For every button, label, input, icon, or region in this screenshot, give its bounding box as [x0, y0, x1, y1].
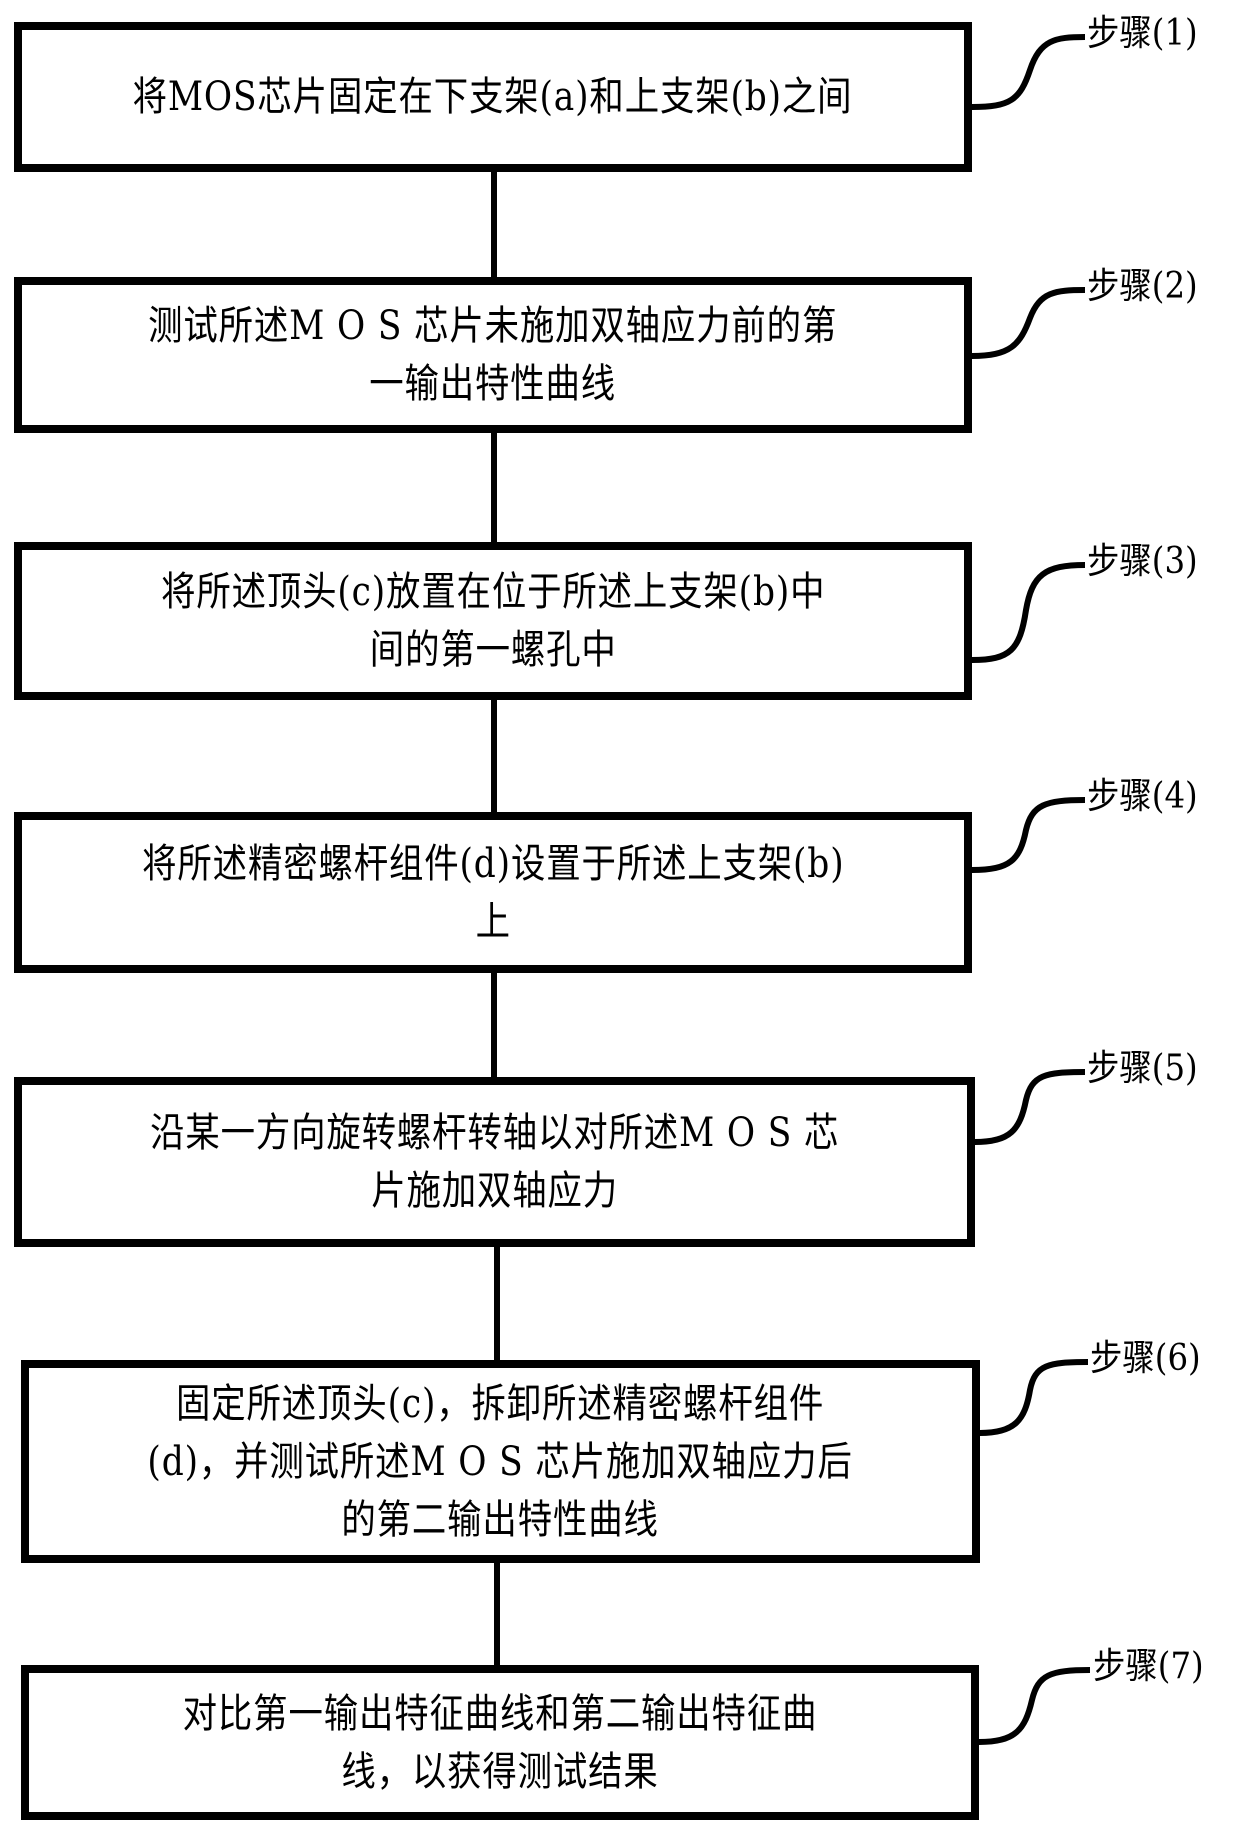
leader-line-step-5 [974, 1069, 1086, 1145]
step-label-4: 步骤(4) [1087, 776, 1198, 817]
step-label-1: 步骤(1) [1087, 13, 1198, 54]
step-label-2: 步骤(2) [1087, 266, 1198, 307]
step-text-1: 将MOS芯片固定在下支架(a)和上支架(b)之间 [133, 74, 853, 120]
step-box-2: 测试所述M O S 芯片未施加双轴应力前的第 一输出特性曲线 [14, 277, 972, 433]
step-text-2: 测试所述M O S 芯片未施加双轴应力前的第 一输出特性曲线 [148, 303, 838, 407]
step-label-6: 步骤(6) [1090, 1338, 1201, 1379]
leader-line-step-7 [978, 1667, 1091, 1745]
step-box-5: 沿某一方向旋转螺杆转轴以对所述M O S 芯 片施加双轴应力 [14, 1077, 975, 1247]
step-text-4: 将所述精密螺杆组件(d)设置于所述上支架(b) 上 [141, 840, 845, 945]
step-text-7: 对比第一输出特征曲线和第二输出特征曲 线，以获得测试结果 [182, 1690, 818, 1795]
leader-line-step-1 [971, 34, 1086, 110]
step-box-7: 对比第一输出特征曲线和第二输出特征曲 线，以获得测试结果 [21, 1665, 979, 1820]
step-box-3: 将所述顶头(c)放置在位于所述上支架(b)中 间的第一螺孔中 [14, 542, 972, 700]
step-label-3: 步骤(3) [1087, 541, 1198, 582]
step-text-6: 固定所述顶头(c)，拆卸所述精密螺杆组件 (d)，并测试所述M O S 芯片施加… [147, 1380, 854, 1543]
leader-line-step-6 [979, 1359, 1089, 1436]
step-box-4: 将所述精密螺杆组件(d)设置于所述上支架(b) 上 [14, 812, 972, 973]
step-text-3: 将所述顶头(c)放置在位于所述上支架(b)中 间的第一螺孔中 [160, 569, 826, 673]
leader-line-step-4 [971, 797, 1086, 873]
leader-line-step-3 [971, 562, 1086, 663]
step-text-5: 沿某一方向旋转螺杆转轴以对所述M O S 芯 片施加双轴应力 [149, 1110, 840, 1214]
step-box-1: 将MOS芯片固定在下支架(a)和上支架(b)之间 [14, 22, 972, 172]
step-label-7: 步骤(7) [1093, 1646, 1204, 1687]
step-label-5: 步骤(5) [1087, 1048, 1198, 1089]
step-box-6: 固定所述顶头(c)，拆卸所述精密螺杆组件 (d)，并测试所述M O S 芯片施加… [21, 1360, 980, 1563]
leader-line-step-2 [971, 287, 1086, 359]
